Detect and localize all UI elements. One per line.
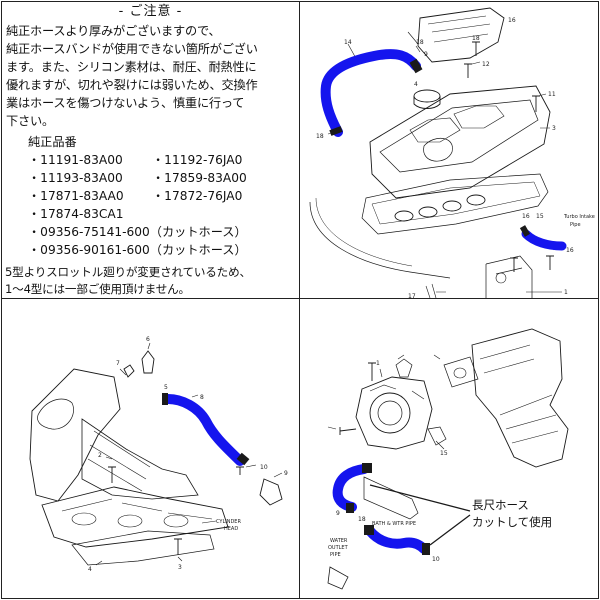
part-number: ・17872-76JA0 [152, 189, 243, 203]
notes-line: 業はホースを傷つけないよう、慎重に行って [6, 96, 245, 110]
manifold-linework [29, 342, 283, 566]
notes-line: ます。また、シリコン素材は、耐圧、耐熱性に [6, 60, 257, 74]
hose-clamp [422, 543, 430, 555]
manifold-hose [163, 394, 245, 466]
callout-number: 16 [508, 17, 516, 24]
callout-number: 7 [116, 360, 120, 367]
cylinder-label: CYLINDER [216, 519, 241, 525]
hose-clamp [519, 225, 531, 237]
callout-number: 3 [178, 564, 182, 571]
callout-number: 16 [566, 247, 574, 254]
callout-number: 2 [98, 452, 102, 459]
notes-line: 純正ホースバンドが使用できない箇所がござい [6, 42, 258, 56]
callout-number: 18 [472, 35, 480, 42]
callout-number: 3 [552, 125, 556, 132]
notes-line: 下さい。 [6, 114, 54, 128]
part-number: ・17859-83A00 [152, 171, 247, 185]
callout-line: カットして使用 [472, 515, 553, 529]
callout-number: 6 [146, 336, 150, 343]
horizontal-divider [1, 298, 599, 299]
compatibility-note: 5型よりスロットル廻りが変更されているため、 1～4型には一部ご使用頂けません。 [5, 264, 297, 298]
notes-panel: - ご注意 - 純正ホースより厚みがございますので、 純正ホースバンドが使用でき… [2, 2, 299, 298]
turbo-intake-label: Turbo Intake [563, 214, 595, 220]
vertical-divider [299, 1, 300, 599]
hose-group [320, 49, 567, 251]
hose-group [332, 464, 429, 554]
hose-clamp [364, 525, 374, 535]
part-number: ・11193-83A00 [28, 171, 123, 185]
callout-number: 4 [414, 81, 418, 88]
callout-number: 16 [522, 213, 530, 220]
callout-number: 1 [376, 360, 380, 367]
hose-clamps [346, 463, 430, 555]
head-label: HEAD [224, 526, 238, 532]
callout-number: 10 [432, 556, 440, 563]
callout-number: 18 [416, 39, 424, 46]
callout-number: 1 [564, 289, 568, 296]
hose-clamp [409, 58, 423, 74]
hose-clamps [329, 58, 531, 237]
long-hose-callout: 長尺ホース カットして使用 [472, 497, 552, 531]
part-number: ・09356-90161-600（カットホース） [28, 243, 247, 257]
throttle-body-drawing: 1 15 9 18 10 BATH & WTR PIPE WATER OUTLE… [327, 328, 569, 590]
bath-pipe-label: BATH & WTR PIPE [372, 521, 416, 527]
callout-number: 11 [548, 91, 556, 98]
callout-number: 9 [336, 510, 340, 517]
pipe-label: PIPE [330, 552, 341, 558]
intake-manifold-drawing: 6 7 5 8 10 9 2 3 4 CYLINDER HEAD [29, 336, 288, 573]
intake-manifold-diagram: 6 7 5 8 10 9 2 3 4 CYLINDER HEAD [2, 299, 299, 598]
pcv-hose-long [320, 49, 421, 137]
throttle-linework [327, 328, 569, 590]
water-label: WATER [330, 538, 348, 544]
valve-cover-drawing: 16 14 18 9 12 4 11 3 18 16 15 Turbo Inta… [309, 7, 595, 298]
valve-cover-diagram: 16 14 18 9 12 4 11 3 18 16 15 Turbo Inta… [300, 2, 598, 298]
hose-clamp [329, 126, 343, 136]
part-number: ・11191-83A00 [28, 153, 123, 167]
part-number: ・17874-83CA1 [28, 207, 124, 221]
pipe-label: Pipe [570, 222, 581, 228]
outlet-label: OUTLET [328, 545, 349, 551]
notes-line: 純正ホースより厚みがございますので、 [6, 24, 221, 38]
callout-line: 長尺ホース [472, 498, 529, 512]
part-number: ・09356-75141-600（カットホース） [28, 225, 247, 239]
callout-number: 9 [424, 51, 428, 58]
callout-number: 15 [440, 450, 448, 457]
compatibility-line: 5型よりスロットル廻りが変更されているため、 [5, 265, 251, 279]
hose-clamps [162, 393, 250, 466]
callout-number: 18 [316, 133, 324, 140]
hose-clamp [362, 463, 372, 473]
callout-number: 12 [482, 61, 490, 68]
callout-number: 18 [358, 516, 366, 523]
callout-number: 17 [408, 293, 416, 298]
parts-list: ・11191-83A00 ・11192-76JA0 ・11193-83A00 ・… [6, 151, 295, 281]
callout-number: 14 [344, 39, 352, 46]
parts-heading: 純正品番 [28, 135, 77, 149]
lower-hose [365, 526, 429, 554]
hose-clamp [162, 393, 168, 405]
notes-body: 純正ホースより厚みがございますので、 純正ホースバンドが使用できない箇所がござい… [6, 22, 295, 130]
part-number: ・11192-76JA0 [152, 153, 243, 167]
hose-group [163, 394, 245, 466]
pointer-line [429, 514, 471, 546]
compatibility-line: 1～4型には一部ご使用頂けません。 [5, 282, 190, 296]
pointer-line [369, 484, 471, 512]
upper-hose [332, 464, 369, 512]
notes-title: - ご注意 - [118, 4, 183, 19]
callout-number: 9 [284, 470, 288, 477]
callout-number: 4 [88, 566, 92, 573]
hose-clamp [346, 503, 354, 513]
valve-cover-linework [309, 7, 562, 298]
callout-number: 15 [536, 213, 544, 220]
throttle-body-diagram: 1 15 9 18 10 BATH & WTR PIPE WATER OUTLE… [300, 299, 598, 598]
hose-clamp [236, 452, 250, 466]
callout-number: 8 [200, 394, 204, 401]
callout-number: 10 [260, 464, 268, 471]
callout-number: 5 [164, 384, 168, 391]
turbo-intake-hose [521, 229, 567, 251]
callout-pointers [369, 484, 471, 546]
part-number: ・17871-83AA0 [28, 189, 124, 203]
notes-line: 優れますが、切れや裂けには弱いため、交換作 [6, 78, 258, 92]
